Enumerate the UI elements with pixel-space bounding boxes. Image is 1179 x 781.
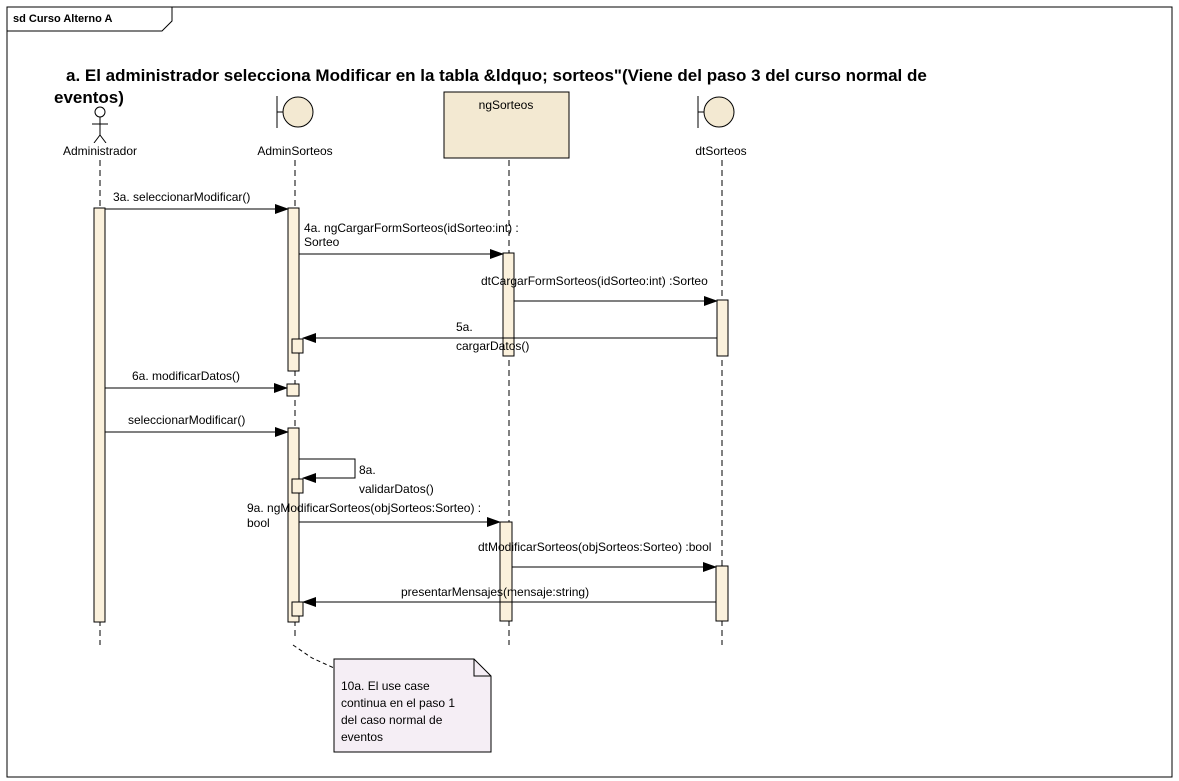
participant-label-dtsorteos: dtSorteos <box>695 144 746 158</box>
frame-border <box>6 6 1173 778</box>
message-label-dtcargar: dtCargarFormSorteos(idSorteo:int) :Sorte… <box>481 274 708 288</box>
note-fold <box>473 659 491 677</box>
message-label-4a-line1: 4a. ngCargarFormSorteos(idSorteo:int) : <box>304 221 519 235</box>
actor-label-bg <box>55 143 145 159</box>
message-arrow-8a <box>299 458 356 483</box>
activation-ngsorteos-1 <box>502 252 515 357</box>
note-box <box>333 658 492 753</box>
note-line3: del caso normal de <box>341 713 443 727</box>
frame-label: sd Curso Alterno A <box>13 13 112 25</box>
activation-adminsorteos-callback-2 <box>291 601 304 617</box>
boundary-icon <box>276 96 314 128</box>
message-label-5a-line2: cargarDatos() <box>456 339 529 353</box>
activation-adminsorteos-1 <box>287 207 300 372</box>
participant-label-administrador: Administrador <box>63 144 137 158</box>
participant-label-ngsorteos: ngSorteos <box>479 98 534 112</box>
activation-adminsorteos-2 <box>286 383 300 397</box>
message-label-8a-line2: validarDatos() <box>359 482 434 496</box>
class-box-ngsorteos <box>443 91 570 159</box>
diagram-title-line2: eventos) <box>54 88 124 107</box>
message-label-9a-line2: bool <box>247 516 270 530</box>
message-label-presentar: presentarMensajes(mensaje:string) <box>401 585 589 599</box>
message-label-4a-line2: Sorteo <box>304 235 340 249</box>
note-line2: continua en el paso 1 <box>341 696 455 710</box>
message-label-6a: 6a. modificarDatos() <box>132 369 240 383</box>
diagram-title-line1: a. El administrador selecciona Modificar… <box>66 66 927 85</box>
note-line1: 10a. El use case <box>341 679 430 693</box>
activation-administrador <box>93 207 106 623</box>
activation-dtsorteos-1 <box>716 299 729 357</box>
message-label-3a: 3a. seleccionarModificar() <box>113 190 250 204</box>
note-anchor-line <box>292 644 335 669</box>
message-label-5a-line1: 5a. <box>456 320 473 334</box>
activation-ngsorteos-2 <box>499 521 513 622</box>
message-label-dtmodificar: dtModificarSorteos(objSorteos:Sorteo) :b… <box>478 540 711 554</box>
activation-adminsorteos-self <box>291 478 304 494</box>
message-label-seleccionar: seleccionarModificar() <box>128 413 245 427</box>
message-label-8a-line1: 8a. <box>359 463 376 477</box>
note-line4: eventos <box>341 730 383 744</box>
boundary-icon <box>697 96 735 128</box>
message-label-9a-line1: 9a. ngModificarSorteos(objSorteos:Sorteo… <box>247 501 481 515</box>
participant-label-adminsorteos: AdminSorteos <box>257 144 332 158</box>
actor-icon <box>92 106 108 144</box>
frame-tab <box>7 6 173 32</box>
activation-adminsorteos-callback-1 <box>291 338 304 354</box>
activation-dtsorteos-2 <box>715 565 729 622</box>
activation-adminsorteos-3 <box>287 427 300 623</box>
